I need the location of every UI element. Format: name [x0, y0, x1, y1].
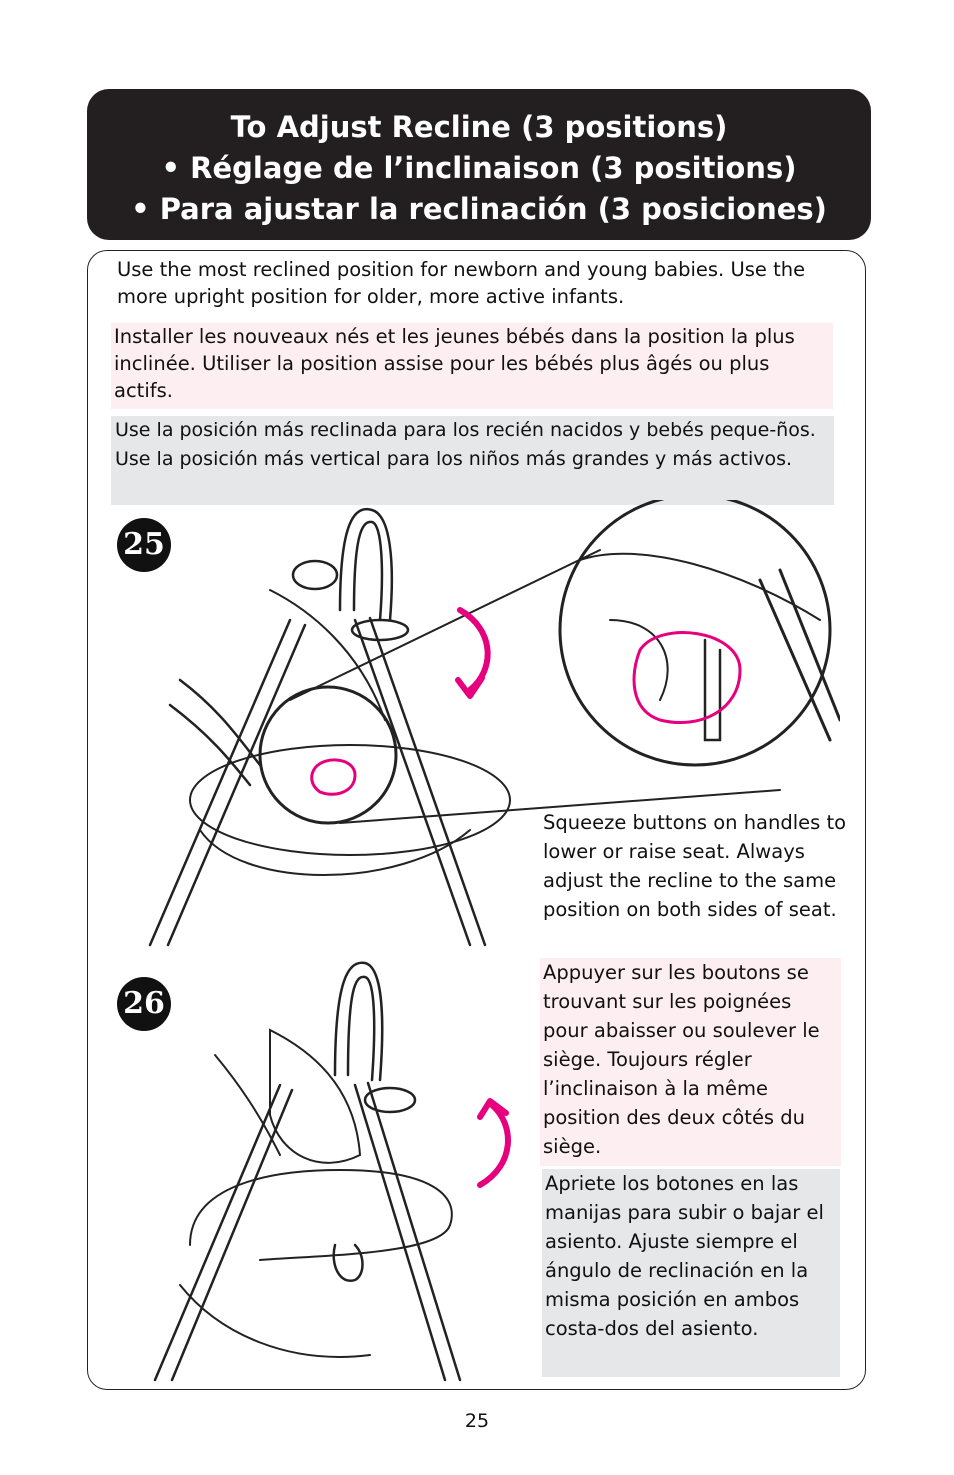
title-spanish: • Para ajustar la reclinación (3 posicio…: [131, 192, 827, 226]
page-number: 25: [464, 1410, 490, 1432]
instructions-french: Appuyer sur les boutons se trouvant sur …: [540, 958, 841, 1166]
step-number-25: 25: [117, 518, 171, 572]
instructions-english: Squeeze buttons on handles to lower or r…: [543, 811, 847, 921]
swing-recline-lower-illustration: [148, 500, 840, 947]
title-french: • Réglage de l’inclinaison (3 positions): [161, 151, 797, 185]
intro-french: Installer les nouveaux nés et les jeunes…: [111, 323, 833, 409]
title-banner: To Adjust Recline (3 positions) • Réglag…: [87, 89, 871, 240]
intro-spanish: Use la posición más reclinada para los r…: [111, 416, 834, 505]
swing-recline-raise-illustration: [153, 961, 511, 1382]
step-number-26: 26: [117, 977, 171, 1031]
intro-english: Use the most reclined position for newbo…: [117, 258, 806, 308]
instructions-spanish: Apriete los botones en las manijas para …: [542, 1169, 840, 1377]
content-frame: [87, 250, 866, 1390]
title-english: To Adjust Recline (3 positions): [230, 110, 728, 144]
